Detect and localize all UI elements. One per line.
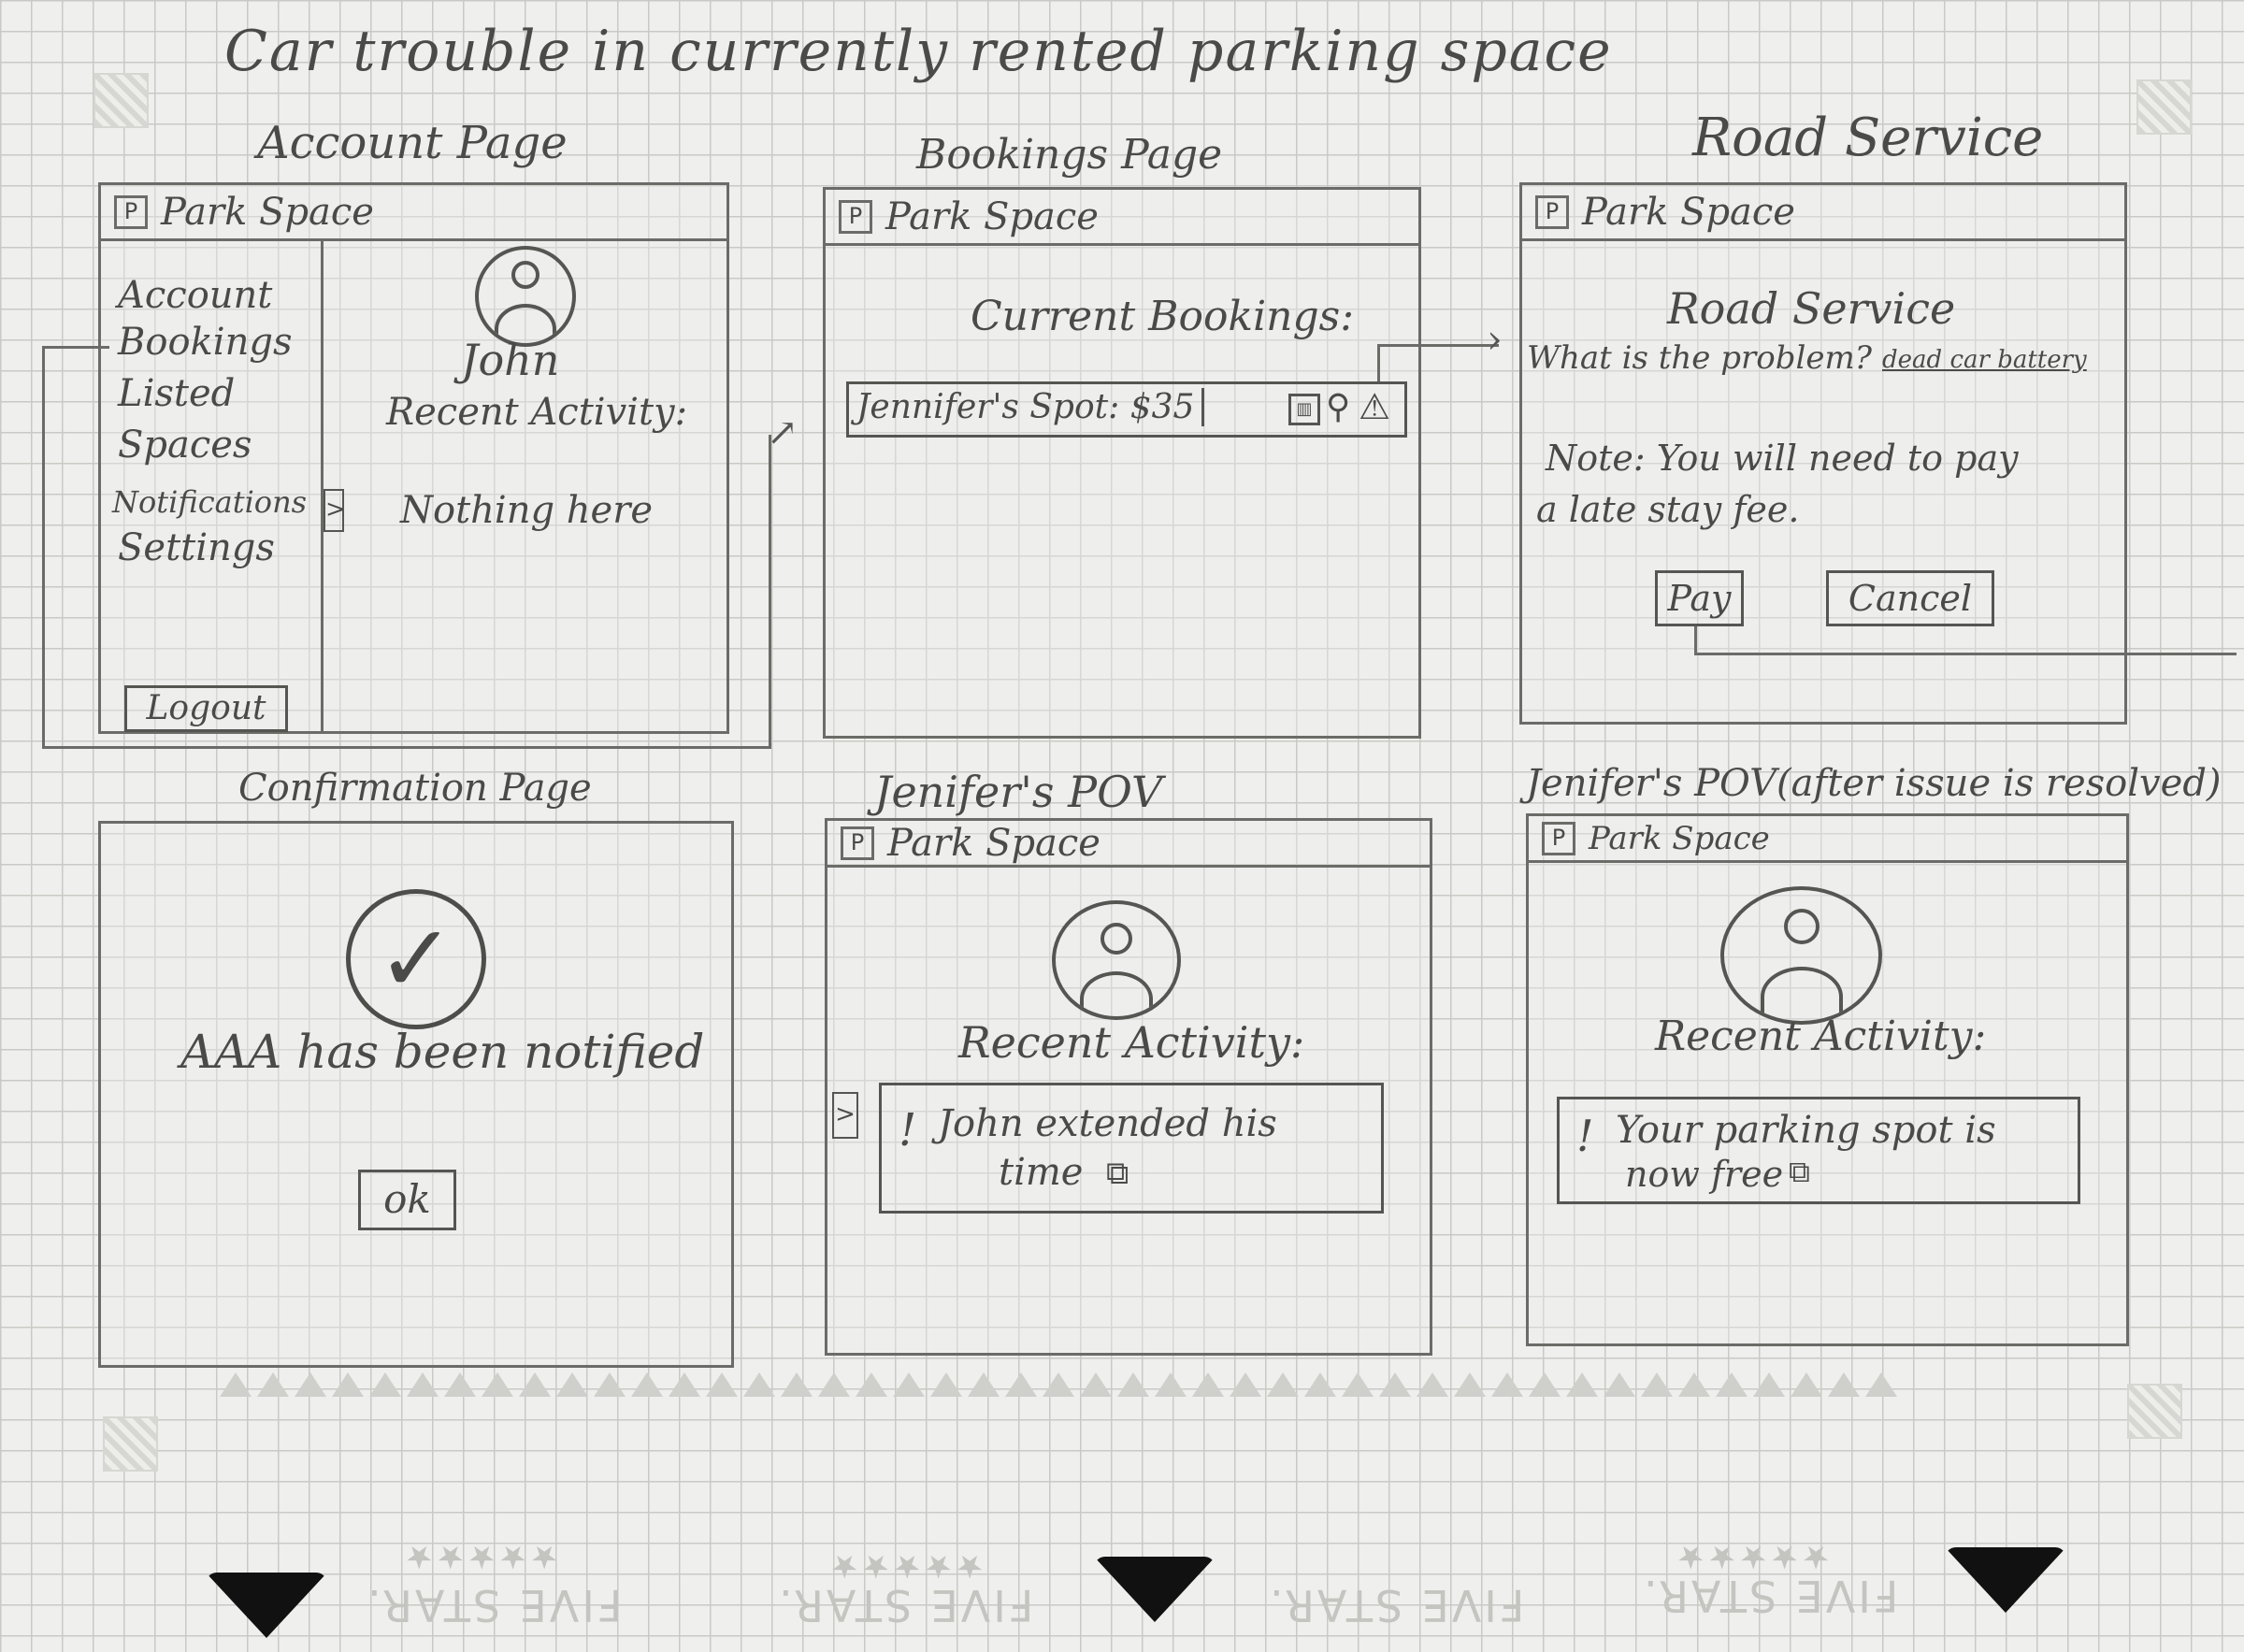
grid-marker [2127,1384,2182,1439]
flow-arrow [769,435,771,749]
brand-name: Park Space [887,821,1100,865]
recent-activity-label: Recent Activity: [958,1017,1305,1068]
app-header: P Park Space [101,185,726,241]
jenifer-pov-frame: P Park Space Recent Activity: > ! John e… [825,818,1432,1356]
parking-logo-icon: P [1535,194,1569,229]
external-link-icon[interactable]: ⧉ [1789,1154,1810,1189]
menu-item-account[interactable]: Account [118,274,273,317]
notification-line-2: time [999,1151,1084,1194]
arrow-head-icon: ↗ [767,411,798,454]
bookings-page-frame: P Park Space Current Bookings: Jennifer'… [823,187,1421,739]
footer-stars: ★★★★★ [827,1547,985,1585]
punch-hole [1945,1547,2066,1613]
jenifer-pov-after-title: Jenifer's POV(after issue is resolved) [1526,762,2222,805]
collapse-menu-button[interactable]: > [324,489,346,532]
parking-logo-icon: P [1542,821,1575,855]
grid-marker [94,73,149,128]
booking-row[interactable]: Jennifer's Spot: $35 ▥ ⚲ ⚠ [846,381,1407,438]
problem-input[interactable]: dead car battery [1882,346,2087,374]
user-avatar-icon [1052,900,1181,1020]
note-line-1: Note: You will need to pay [1546,438,2019,479]
road-service-frame: P Park Space Road Service What is the pr… [1519,182,2127,725]
flow-arrow [1694,653,2237,655]
parking-logo-icon: P [114,194,148,229]
menu-item-bookings[interactable]: Bookings [118,321,293,364]
app-header: P Park Space [826,190,1418,246]
confirmation-page-title: Confirmation Page [238,767,592,810]
external-link-icon[interactable]: ⧉ [1106,1155,1129,1192]
paper-edge-marks [220,1372,1897,1397]
confirmation-message: AAA has been notified [180,1025,705,1079]
brand-name: Park Space [161,190,374,234]
road-service-heading: Road Service [1667,283,1956,334]
confirmation-page-frame: ✓ AAA has been notified ok [98,821,734,1368]
pay-button[interactable]: Pay [1655,570,1744,626]
user-avatar-icon [1720,886,1882,1025]
flow-arrow [1377,344,1499,347]
alert-icon: ! [899,1104,917,1156]
notification-line-2: now free [1625,1154,1784,1195]
notification-card[interactable]: ! Your parking spot is now free ⧉ [1557,1097,2080,1204]
calendar-icon[interactable]: ▥ [1288,394,1320,425]
app-header: P Park Space [1522,185,2124,241]
arrow-head-icon: › [1487,316,1503,362]
side-menu: Account Bookings Listed Spaces Notificat… [101,241,346,732]
footer-brand: FIVE STAR. [1267,1580,1525,1630]
bookings-page-title: Bookings Page [916,131,1223,179]
booking-label: Jennifer's Spot: $35 [856,388,1205,426]
sheet-title: Car trouble in currently rented parking … [224,19,1613,84]
cancel-button[interactable]: Cancel [1826,570,1994,626]
checkmark-icon: ✓ [346,889,486,1029]
footer-brand: FIVE STAR. [776,1580,1034,1630]
app-header: P Park Space [827,821,1430,868]
notification-line-1: John extended his [938,1102,1277,1145]
user-name: John [461,335,560,385]
notification-card[interactable]: ! John extended his time ⧉ [879,1083,1384,1214]
flow-arrow [42,346,109,349]
parking-logo-icon: P [839,199,872,234]
grid-marker [103,1416,158,1472]
account-page-title: Account Page [257,117,568,169]
flow-arrow [42,346,45,748]
jenifer-pov-title: Jenifer's POV [874,767,1163,817]
ok-button[interactable]: ok [358,1170,456,1230]
footer-stars: ★★★★★ [1674,1538,1831,1575]
footer-brand: FIVE STAR. [1641,1571,1899,1621]
recent-activity-label: Recent Activity: [1655,1013,1987,1060]
logout-button[interactable]: Logout [124,685,288,732]
brand-name: Park Space [885,194,1099,238]
app-header: P Park Space [1529,816,2126,863]
account-page-frame: P Park Space Account Bookings Listed Spa… [98,182,729,734]
punch-hole [1094,1557,1216,1622]
note-line-2: a late stay fee. [1536,489,1800,530]
empty-activity-text: Nothing here [400,489,654,532]
notification-line-1: Your parking spot is [1616,1109,1996,1152]
road-service-title: Road Service [1692,108,2044,168]
problem-question: What is the problem? [1527,339,1872,377]
current-bookings-heading: Current Bookings: [971,293,1355,340]
flow-arrow [42,746,771,749]
recent-activity-label: Recent Activity: [386,391,688,434]
punch-hole [206,1573,327,1638]
menu-item-spaces[interactable]: Spaces [118,424,252,467]
menu-item-listed[interactable]: Listed [118,372,236,415]
collapse-menu-button[interactable]: > [832,1092,858,1139]
flow-arrow [1377,344,1380,381]
footer-stars: ★★★★★ [402,1538,559,1575]
grid-marker [2136,79,2192,135]
search-icon[interactable]: ⚲ [1326,388,1351,426]
parking-logo-icon: P [841,826,874,860]
footer-brand: FIVE STAR. [365,1580,623,1630]
jenifer-pov-after-frame: P Park Space Recent Activity: ! Your par… [1526,813,2129,1346]
brand-name: Park Space [1589,819,1770,857]
alert-icon: ! [1576,1111,1594,1161]
brand-name: Park Space [1582,190,1795,234]
user-avatar-icon [475,246,576,347]
menu-item-notifications[interactable]: Notifications [112,484,308,520]
menu-item-settings[interactable]: Settings [118,526,275,569]
warning-icon[interactable]: ⚠ [1359,386,1391,427]
flow-arrow [1694,626,1697,654]
